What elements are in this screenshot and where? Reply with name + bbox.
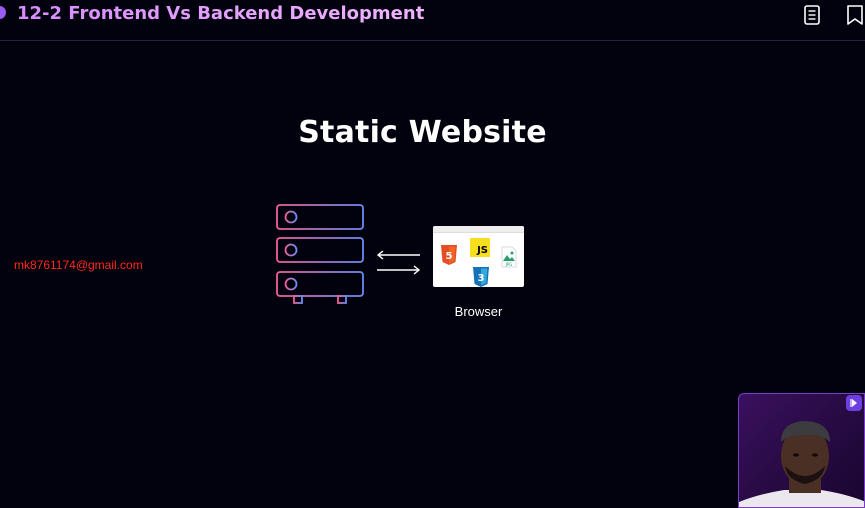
browser-label: Browser bbox=[454, 304, 503, 319]
slide-title: Static Website bbox=[298, 115, 547, 150]
browser-window: 5 JS 3 JPG bbox=[433, 226, 524, 287]
notes-icon[interactable] bbox=[803, 4, 821, 26]
instructor-avatar bbox=[739, 421, 864, 507]
javascript-logo-icon: JS bbox=[470, 238, 490, 257]
lesson-status-dot bbox=[0, 6, 6, 19]
bookmark-icon[interactable] bbox=[846, 4, 865, 26]
javascript-logo-text: JS bbox=[477, 245, 488, 256]
browser-toolbar bbox=[433, 226, 524, 233]
html5-logo-text: 5 bbox=[446, 251, 453, 262]
lesson-title: 12-2 Frontend Vs Backend Development bbox=[17, 3, 425, 24]
watermark-email: mk8761174@gmail.com bbox=[14, 258, 143, 272]
server-icon bbox=[276, 204, 364, 304]
html5-logo-icon: 5 bbox=[441, 245, 457, 265]
image-file-icon: JPG bbox=[501, 246, 517, 268]
css3-logo-text: 3 bbox=[478, 273, 485, 284]
css3-logo-icon: 3 bbox=[473, 267, 489, 287]
request-response-arrows bbox=[376, 250, 421, 275]
play-icon bbox=[850, 399, 857, 407]
lesson-header: 12-2 Frontend Vs Backend Development bbox=[0, 0, 865, 41]
instructor-video[interactable] bbox=[738, 393, 865, 508]
play-badge[interactable] bbox=[846, 395, 862, 411]
image-file-label: JPG bbox=[505, 262, 513, 267]
